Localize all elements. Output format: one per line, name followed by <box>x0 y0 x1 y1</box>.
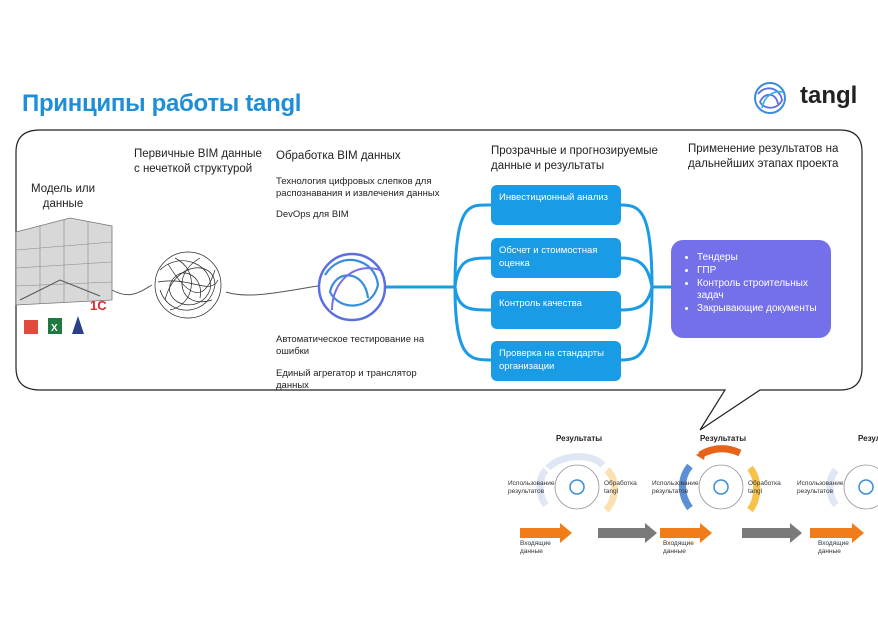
model-label: Модель или данные <box>30 183 96 210</box>
cycle2-processing-label: Обработка tangl <box>748 480 781 495</box>
incoming-arrow-2 <box>660 523 712 543</box>
application-heading: Применение результатов на дальнейших эта… <box>688 143 839 170</box>
output-box-quality: Контроль качества <box>491 291 621 329</box>
tangl-logo: tangl <box>752 80 862 116</box>
output-box-investment: Инвестиционный анализ <box>491 185 621 225</box>
processing-bottom2: Единый агрегатор и транслятор данных <box>276 368 417 391</box>
1c-icon: 1С <box>90 298 107 313</box>
svg-text:X: X <box>51 323 58 334</box>
processing-line2: DevOps для BIM <box>276 209 349 220</box>
incoming-arrow-1 <box>520 523 572 543</box>
cycle1-usage-label: Использование результатов <box>508 480 555 495</box>
tangl-logo-icon <box>754 82 786 114</box>
tangled-data-icon <box>154 251 222 319</box>
cycle1-processing-label: Обработка tangl <box>604 480 637 495</box>
logo-text: tangl <box>800 82 858 109</box>
processing-heading: Обработка BIM данных <box>276 150 401 162</box>
building-model-image <box>15 217 113 306</box>
cycle2-results-label: Результаты <box>700 434 747 443</box>
output-box-costing: Обсчет и стоимостная оценка <box>491 238 621 278</box>
cycle3-incoming-label: Входящие данные <box>818 540 849 555</box>
results-item: Тендеры <box>697 252 823 264</box>
processing-line1: Технология цифровых слепков для распозна… <box>276 176 440 199</box>
gray-arrow-2 <box>742 523 802 543</box>
transparent-heading: Прозрачные и прогнозируемые данные и рез… <box>491 145 658 172</box>
autodesk-icon <box>72 316 84 334</box>
tangl-processing-icon <box>317 252 387 322</box>
processing-bottom1: Автоматическое тестирование на ошибки <box>276 334 425 357</box>
output-box-standards: Проверка на стандарты организации <box>491 341 621 381</box>
cycle1-incoming-label: Входящие данные <box>520 540 551 555</box>
results-item: Закрывающие документы <box>697 303 823 315</box>
results-box: Тендеры ГПР Контроль строительных задач … <box>671 240 831 338</box>
results-item: Контроль строительных задач <box>697 278 823 302</box>
cycle2-incoming-label: Входящие данные <box>663 540 694 555</box>
cycle3-usage-label: Использование результатов <box>797 480 844 495</box>
excel-icon <box>48 318 62 334</box>
gray-arrow-1 <box>598 523 657 543</box>
raw-data-label: Первичные BIM данные с нечеткой структур… <box>134 148 262 175</box>
cycle-diagrams <box>520 445 878 543</box>
cycle3-results-label: Результаты <box>858 434 878 443</box>
page-title: Принципы работы tangl <box>22 90 302 117</box>
main-frame <box>15 129 863 431</box>
incoming-arrow-3 <box>810 523 864 543</box>
cad-app-icon <box>24 320 38 334</box>
results-item: ГПР <box>697 265 823 277</box>
cycle2-usage-label: Использование результатов <box>652 480 699 495</box>
cycle1-results-label: Результаты <box>556 434 603 443</box>
